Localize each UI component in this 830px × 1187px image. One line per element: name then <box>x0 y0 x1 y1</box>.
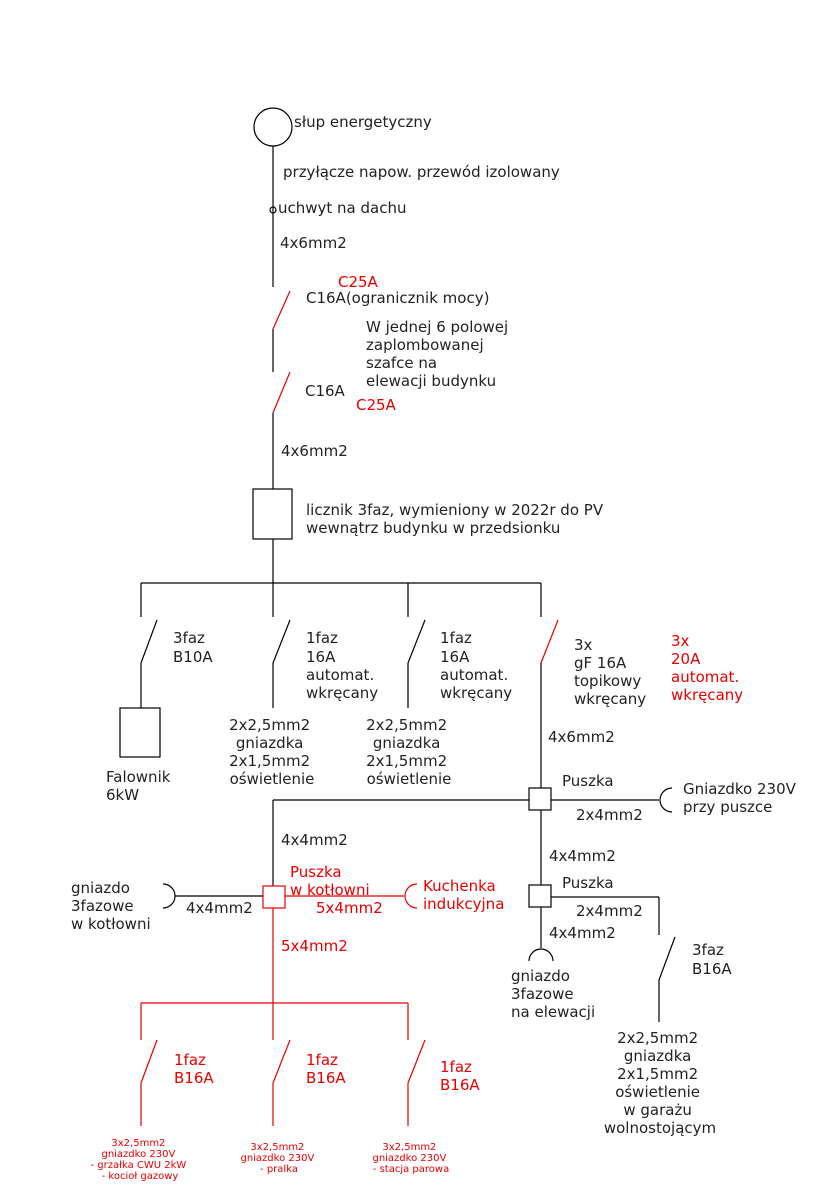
circuit4-cable-label: 4x6mm2 <box>548 728 615 746</box>
breaker2-label: C16A <box>305 382 346 400</box>
r3-load-label: 3x2,5mm2 gniazdko 230V - stacja parowa <box>372 1142 449 1175</box>
circuit2-breaker-label: 1faz 16A automat. wkręcany <box>306 629 379 702</box>
inverter-breaker-label: 3faz B10A <box>173 629 213 666</box>
breaker1-red-label: C25A <box>338 273 379 291</box>
junction1-label: Puszka <box>562 772 614 790</box>
inverter-label: Falownik 6kW <box>106 768 175 804</box>
r1-breaker-switch <box>140 1039 158 1084</box>
circuit4-breaker-red-label: 3x 20A automat. wkręcany <box>671 632 744 704</box>
garage-load-label: 2x2,5mm2 gniazdka 2x1,5mm2 oświetlenie w… <box>604 1029 716 1137</box>
induction-cable-label: 5x4mm2 <box>316 899 383 917</box>
boiler-socket-symbol <box>162 883 176 909</box>
circuit2-load-label: 2x2,5mm2 gniazdka 2x1,5mm2 oświetlenie <box>229 716 315 788</box>
breaker1-label: C16A(ogranicznik mocy) <box>306 289 489 307</box>
facade-socket-label: gniazdo 3fazowe na elewacji <box>511 967 595 1021</box>
power-pole-symbol <box>253 107 293 147</box>
meter-box <box>252 488 293 540</box>
cable-main-2-label: 4x6mm2 <box>281 442 348 460</box>
socket-junction-cable-label: 2x4mm2 <box>576 806 643 824</box>
facade-socket-cable-label: 4x4mm2 <box>549 924 616 942</box>
socket-symbol <box>659 787 673 813</box>
cabinet-note: W jednej 6 polowej zaplombowanej szafce … <box>366 318 513 390</box>
boiler-feed-cable-label: 4x4mm2 <box>281 831 348 849</box>
boiler-down-cable-label: 5x4mm2 <box>281 937 348 955</box>
r2-load-label: 3x2,5mm2 gniazdko 230V - pralka <box>240 1142 317 1175</box>
circuit3-breaker-label: 1faz 16A automat. wkręcany <box>440 629 513 702</box>
connection-label: przyłącze napow. przewód izolowany <box>283 163 560 181</box>
boiler-junction-label: Puszka w kotłowni <box>290 863 370 899</box>
meter-label: licznik 3faz, wymieniony w 2022r do PV w… <box>306 501 608 537</box>
r3-breaker-label: 1faz B16A <box>440 1058 480 1094</box>
circuit4-breaker-switch <box>540 619 559 664</box>
boiler-junction-box <box>262 885 286 909</box>
junction-box-2 <box>528 884 552 908</box>
circuit4-breaker-label: 3x gF 16A topikowy wkręcany <box>574 636 646 708</box>
r1-load-label: 3x2,5mm2 gniazdko 230V - grzałka CWU 2kW… <box>91 1138 190 1182</box>
inverter-breaker-switch <box>140 619 158 664</box>
roof-holder-symbol <box>269 206 277 214</box>
breaker2-switch <box>272 371 291 414</box>
garage-breaker-switch <box>658 936 676 981</box>
circuit3-breaker-switch <box>407 619 426 664</box>
induction-label: Kuchenka indukcyjna <box>423 877 504 913</box>
facade-socket-symbol <box>528 948 554 962</box>
r3-breaker-switch <box>407 1039 426 1084</box>
r1-breaker-label: 1faz B16A <box>174 1051 214 1087</box>
cable-main-1-label: 4x6mm2 <box>280 234 347 252</box>
roof-holder-label: uchwyt na dachu <box>278 199 407 217</box>
socket-junction-label: Gniazdko 230V przy puszce <box>683 780 801 816</box>
r2-breaker-switch <box>272 1039 291 1084</box>
boiler-socket-cable-label: 4x4mm2 <box>186 899 253 917</box>
inverter-box <box>119 707 161 758</box>
circuit3-load-label: 2x2,5mm2 gniazdka 2x1,5mm2 oświetlenie <box>366 716 452 788</box>
circuit2-breaker-switch <box>272 619 291 664</box>
junction2-feed-cable-label: 4x4mm2 <box>549 847 616 865</box>
pole-label: słup energetyczny <box>294 113 432 131</box>
boiler-socket-label: gniazdo 3fazowe w kotłowni <box>71 879 151 933</box>
breaker2-red-label: C25A <box>356 396 397 414</box>
breaker1-switch <box>272 290 291 330</box>
r2-breaker-label: 1faz B16A <box>306 1051 346 1087</box>
garage-breaker-label: 3faz B16A <box>692 941 732 978</box>
junction2-label: Puszka <box>562 874 614 892</box>
induction-symbol <box>404 883 418 909</box>
garage-cable-label: 2x4mm2 <box>576 902 643 920</box>
junction-box-1 <box>528 787 552 811</box>
